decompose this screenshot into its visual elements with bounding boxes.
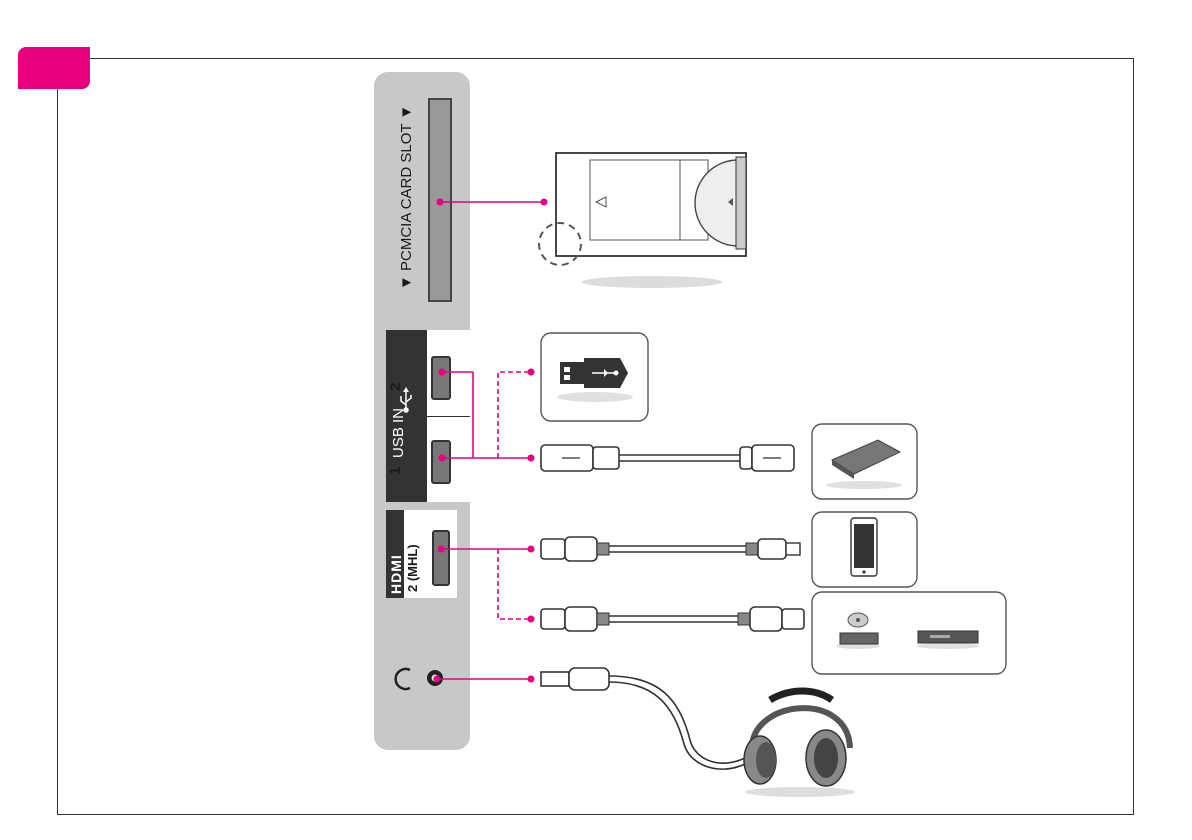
headphones-icon (541, 668, 855, 797)
mhl-cable-icon (541, 537, 800, 561)
external-hard-drive-icon (812, 424, 917, 499)
usb-memory-stick-icon (541, 333, 648, 421)
dvd-player-set-top-box-icon (812, 592, 1006, 674)
usb-connector-lines (439, 369, 535, 462)
smartphone-icon (812, 512, 917, 587)
hdmi-cable-icon (541, 607, 804, 631)
ci-module-card-icon (539, 153, 746, 288)
pcmcia-connector-line (437, 199, 548, 206)
hdmi-connector-lines (438, 546, 535, 623)
headphone-connector-line (434, 676, 535, 683)
usb-cable-icon (541, 445, 794, 471)
